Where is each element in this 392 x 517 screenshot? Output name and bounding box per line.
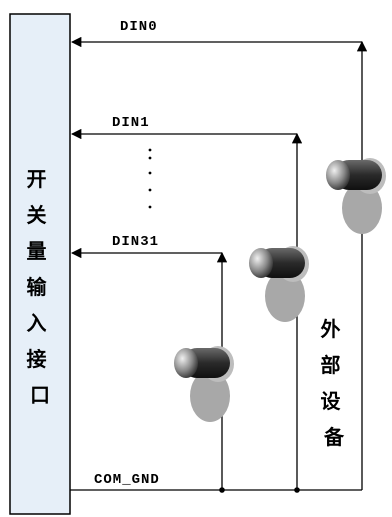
- external-char-2: 设: [321, 389, 341, 413]
- interface-char-6: 口: [30, 383, 50, 407]
- interface-char-4: 入: [27, 311, 47, 335]
- junction-dot: [219, 487, 225, 493]
- din31-wire: DIN31: [70, 234, 228, 490]
- din0-label: DIN0: [120, 19, 158, 35]
- external-char-1: 部: [321, 353, 341, 377]
- external-char-3: 备: [323, 425, 345, 449]
- external-device-label: 外 部 设 备: [321, 317, 348, 449]
- channel-ellipsis: [148, 148, 152, 209]
- input-interface-panel: [9, 13, 71, 515]
- interface-char-3: 输: [27, 275, 48, 299]
- com-gnd-label: COM_GND: [94, 472, 160, 488]
- external-char-0: 外: [321, 317, 341, 341]
- junction-dot: [294, 487, 300, 493]
- com-gnd-wire: COM_GND: [70, 215, 363, 493]
- interface-label: 开 关 量 输 入 接 口: [27, 167, 54, 407]
- interface-char-0: 开: [27, 167, 47, 191]
- din1-wire: DIN1: [70, 115, 303, 490]
- din0-wire: DIN0: [70, 19, 368, 178]
- toggle-switch-din1: [249, 246, 309, 322]
- din31-label: DIN31: [112, 234, 159, 250]
- toggle-switch-din31: [174, 346, 234, 422]
- interface-char-2: 量: [27, 239, 47, 263]
- toggle-switch-din0: [326, 158, 386, 234]
- interface-char-5: 接: [27, 347, 47, 371]
- interface-char-1: 关: [27, 203, 47, 227]
- din1-label: DIN1: [112, 115, 150, 131]
